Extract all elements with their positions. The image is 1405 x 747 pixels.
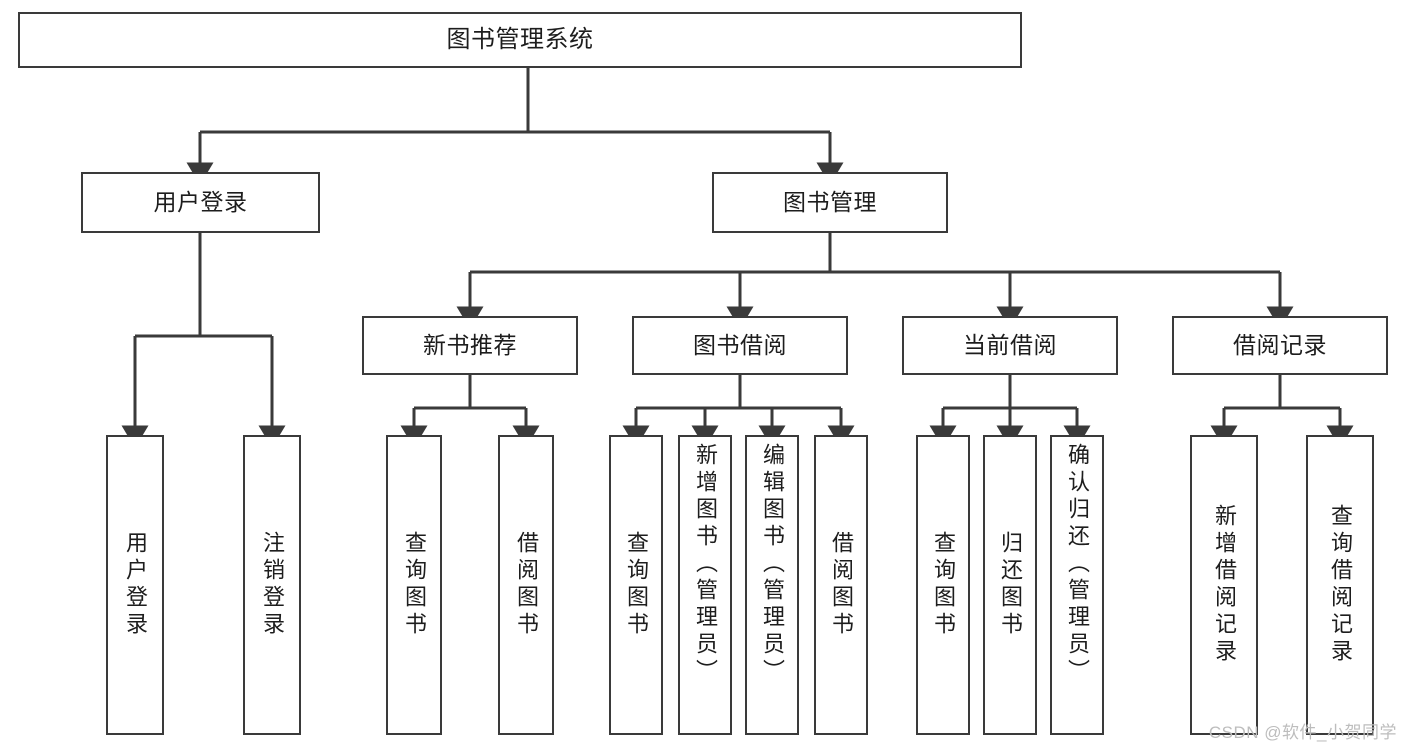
leaf-user-login-logout[interactable]: 注销登录 [243,435,301,735]
leaf-borrow-query-book[interactable]: 查询图书 [609,435,663,735]
leaf-current-return-book[interactable]: 归还图书 [983,435,1037,735]
leaf-borrow-edit-book-admin[interactable]: 编辑图书（管理员） [745,435,799,735]
leaf-user-login-login[interactable]: 用户登录 [106,435,164,735]
node-root-book-management-system[interactable]: 图书管理系统 [18,12,1022,68]
csdn-watermark: CSDN @软件_小贺同学 [1208,723,1397,742]
leaf-new-book-borrow-label: 借阅图书 [514,531,539,639]
node-borrow-record-label: 借阅记录 [1233,331,1327,358]
leaf-new-book-query[interactable]: 查询图书 [386,435,442,735]
node-new-book-recommend[interactable]: 新书推荐 [362,316,578,375]
leaf-user-login-logout-label: 注销登录 [260,531,285,639]
node-user-login-label: 用户登录 [153,188,248,215]
node-current-borrow[interactable]: 当前借阅 [902,316,1118,375]
node-user-login[interactable]: 用户登录 [81,172,320,233]
leaf-borrow-borrow-book-label: 借阅图书 [829,531,854,639]
node-new-book-recommend-label: 新书推荐 [423,331,517,358]
leaf-borrow-edit-book-admin-label: 编辑图书（管理员） [760,443,785,686]
node-book-borrow[interactable]: 图书借阅 [632,316,848,375]
leaf-record-add-record[interactable]: 新增借阅记录 [1190,435,1258,735]
leaf-record-query-record-label: 查询借阅记录 [1328,504,1353,666]
node-book-management[interactable]: 图书管理 [712,172,948,233]
leaf-borrow-add-book-admin[interactable]: 新增图书（管理员） [678,435,732,735]
leaf-borrow-borrow-book[interactable]: 借阅图书 [814,435,868,735]
node-borrow-record[interactable]: 借阅记录 [1172,316,1388,375]
leaf-record-query-record[interactable]: 查询借阅记录 [1306,435,1374,735]
node-book-borrow-label: 图书借阅 [693,331,787,358]
leaf-current-confirm-return-admin[interactable]: 确认归还（管理员） [1050,435,1104,735]
leaf-new-book-borrow[interactable]: 借阅图书 [498,435,554,735]
leaf-user-login-login-label: 用户登录 [123,531,148,639]
leaf-current-query-book-label: 查询图书 [931,531,956,639]
leaf-new-book-query-label: 查询图书 [402,531,427,639]
node-book-management-label: 图书管理 [783,188,877,215]
leaf-current-query-book[interactable]: 查询图书 [916,435,970,735]
leaf-current-return-book-label: 归还图书 [998,531,1023,639]
node-root-label: 图书管理系统 [446,25,594,53]
node-current-borrow-label: 当前借阅 [963,331,1057,358]
leaf-borrow-query-book-label: 查询图书 [624,531,649,639]
leaf-current-confirm-return-admin-label: 确认归还（管理员） [1065,443,1090,686]
leaf-record-add-record-label: 新增借阅记录 [1212,504,1237,666]
leaf-borrow-add-book-admin-label: 新增图书（管理员） [693,443,718,686]
